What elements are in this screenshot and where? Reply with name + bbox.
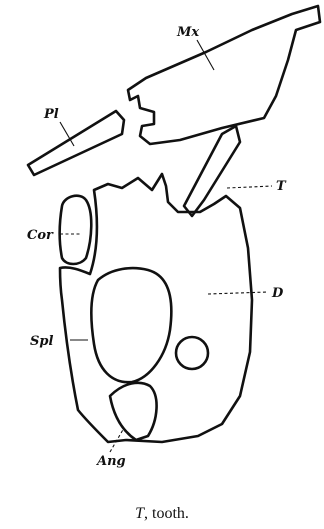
label-cor: Cor <box>27 228 54 243</box>
foramen-circle <box>176 337 208 369</box>
caption-letter: T <box>135 505 144 522</box>
label-pl: Pl <box>43 107 59 122</box>
angular-shape <box>110 383 157 440</box>
label-spl: Spl <box>30 334 53 349</box>
maxilla-shape <box>128 6 320 144</box>
label-t: T <box>276 179 287 194</box>
splenial-shape <box>91 268 171 382</box>
caption-text: , tooth. <box>144 505 189 522</box>
leader-t <box>227 186 272 188</box>
figure-caption: T, tooth. <box>0 505 324 523</box>
palatine-shape <box>28 111 124 175</box>
label-mx: Mx <box>176 25 199 40</box>
label-ang: Ang <box>95 454 126 469</box>
coronoid-shape <box>60 196 92 264</box>
leader-d <box>208 292 268 294</box>
label-d: D <box>271 286 284 301</box>
